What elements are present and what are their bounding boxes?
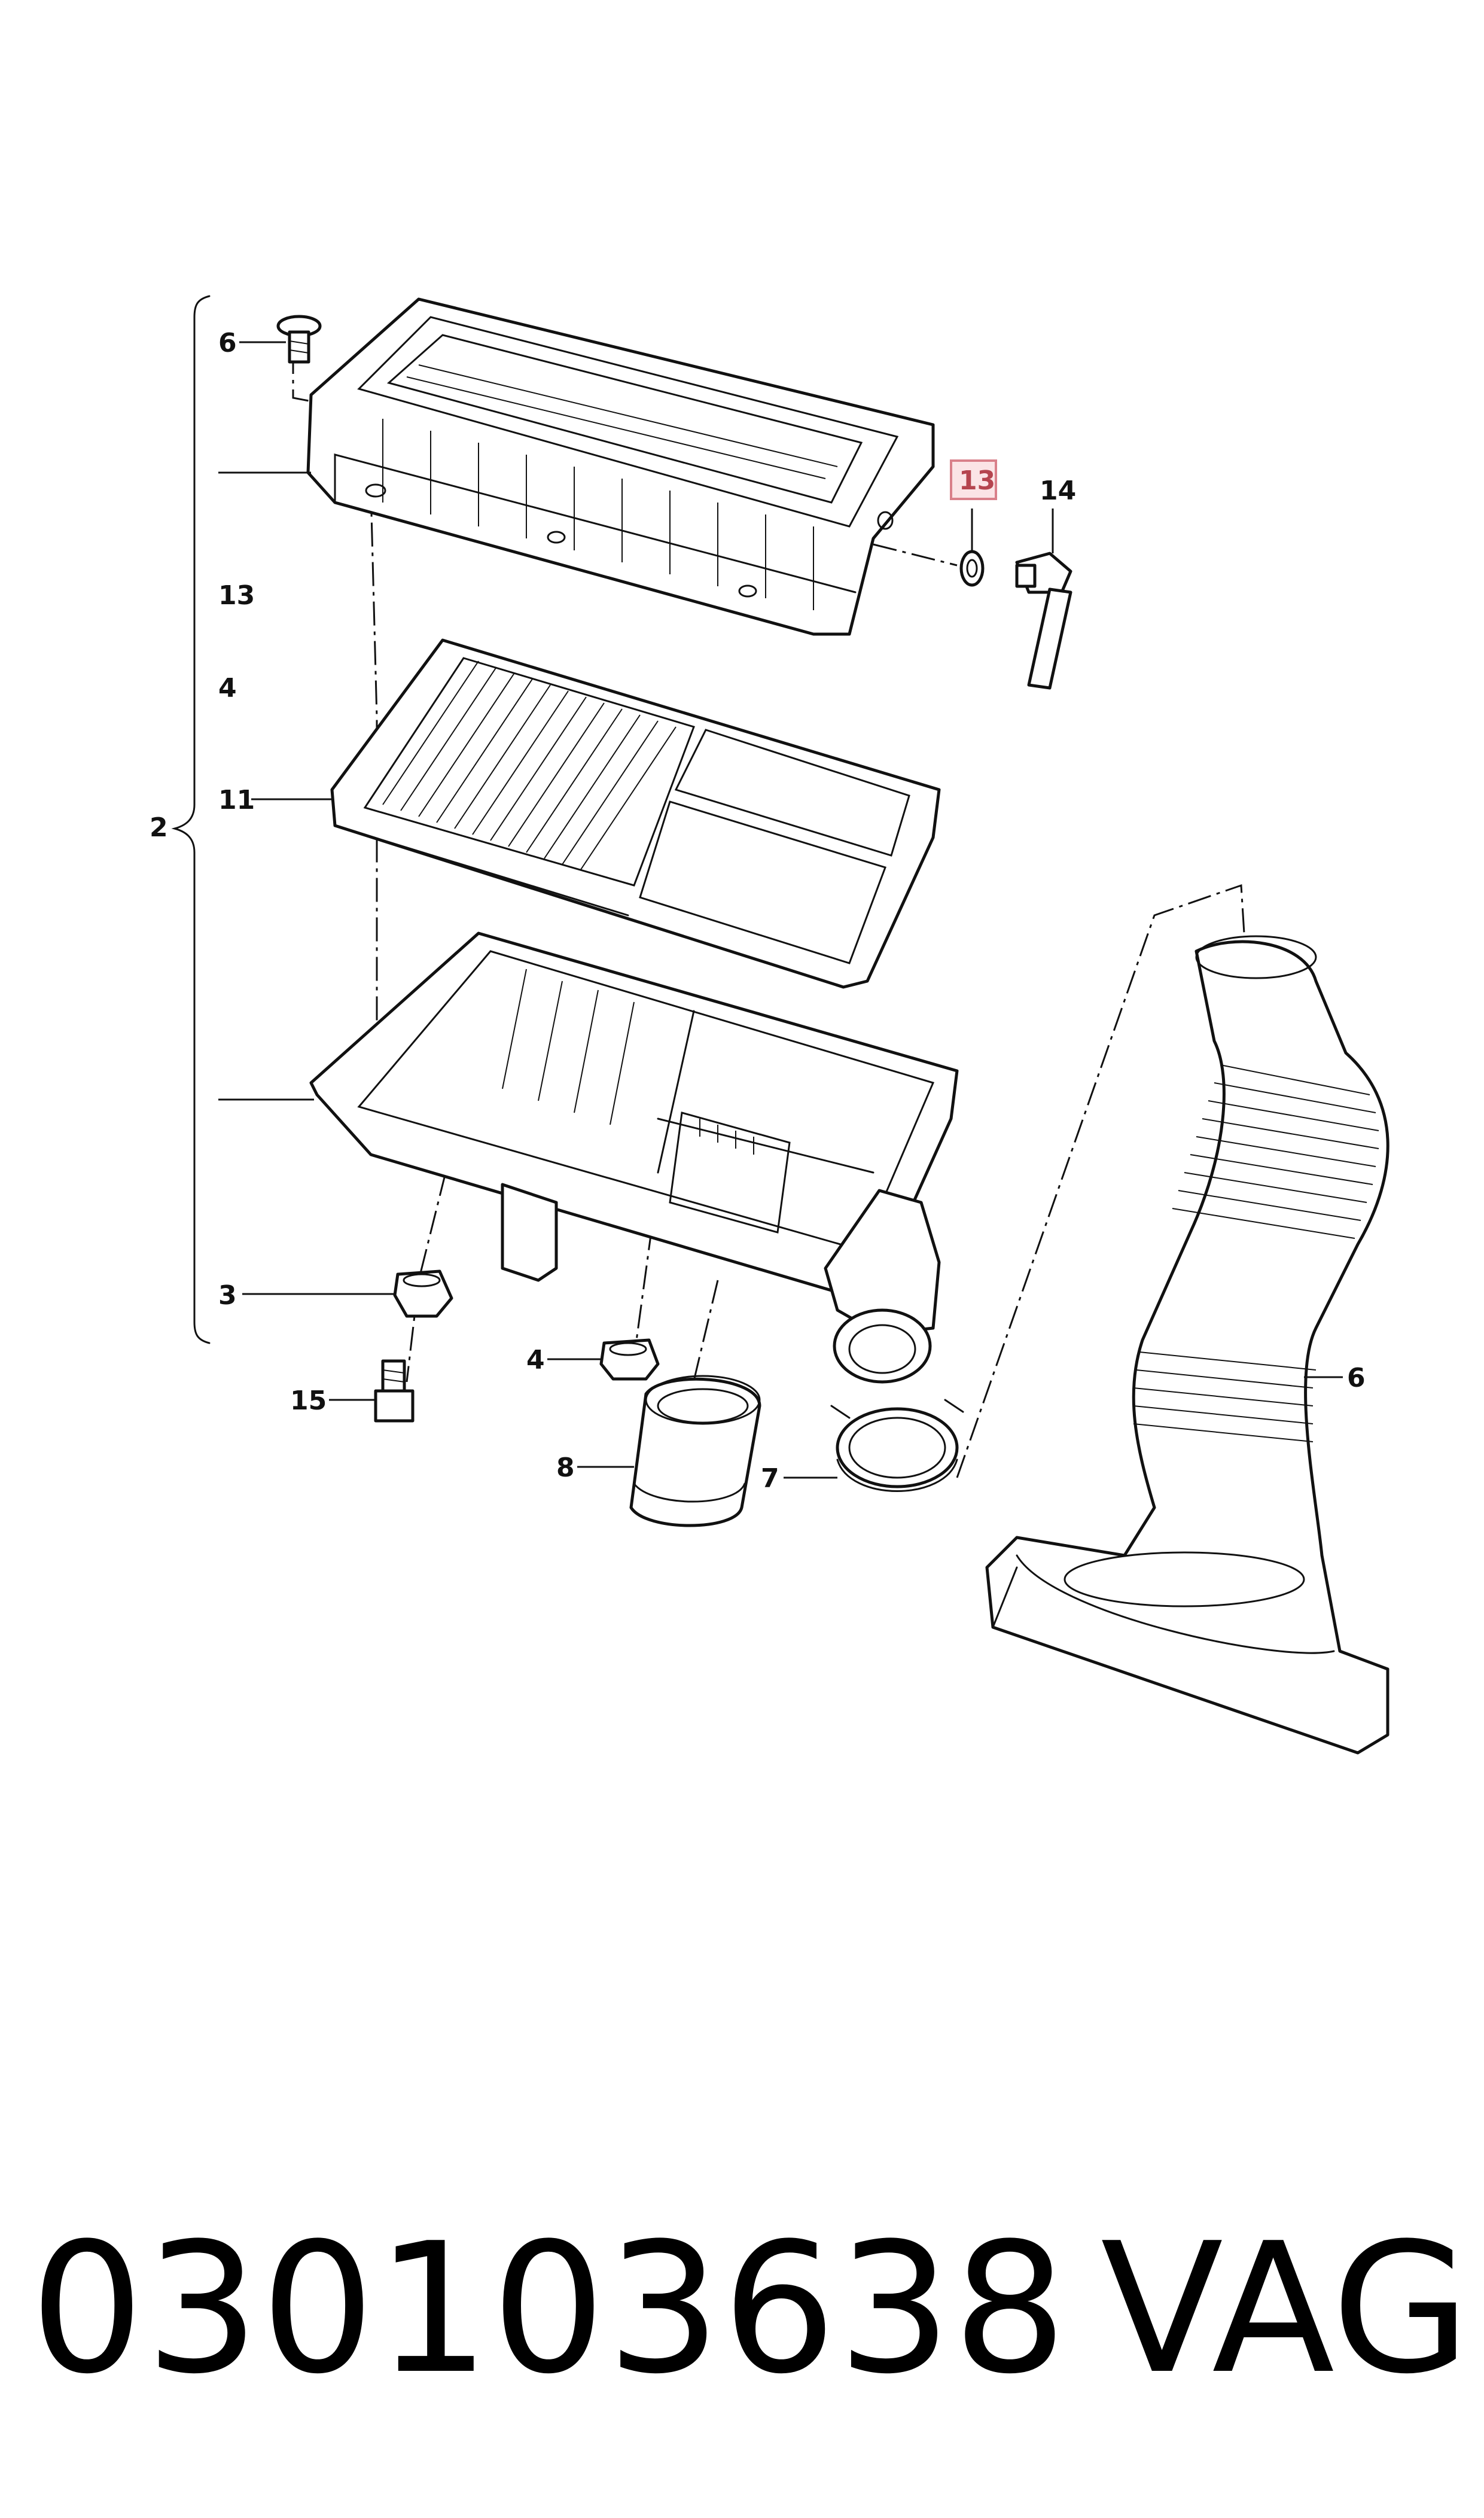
callout-13-side: 13 (218, 580, 255, 611)
brand-name: VAG (1101, 2205, 1471, 2413)
alignment-line-clamp (687, 1280, 719, 1406)
nut-3 (393, 1269, 453, 1318)
hose-clamp-7 (830, 1399, 964, 1492)
callout-8: 8 (556, 1453, 575, 1483)
callout-13-highlight: 13 (959, 465, 995, 496)
screw-top (276, 315, 322, 364)
clip-4 (599, 1338, 660, 1381)
air-filter-element (330, 638, 941, 989)
callout-7: 7 (761, 1463, 779, 1494)
duct-sleeve-8 (629, 1375, 761, 1527)
group-bracket (171, 295, 211, 1344)
callout-15: 15 (290, 1386, 327, 1416)
callout-4-bottom: 4 (526, 1345, 545, 1375)
callout-4-side: 4 (218, 673, 237, 704)
alignment-line-sensor (873, 543, 958, 567)
alignment-line-duct (633, 1226, 653, 1359)
callout-highlight-box (950, 459, 997, 500)
air-sensor (1015, 552, 1072, 690)
housing-lower (309, 931, 959, 1384)
callout-3: 3 (218, 1280, 237, 1311)
alignment-line-hose (956, 884, 1245, 1478)
housing-cover (306, 297, 935, 636)
callout-14: 14 (1040, 476, 1076, 506)
intake-hose (985, 935, 1389, 1755)
part-number: 030103638 (30, 2205, 1068, 2413)
seal-grommet (959, 550, 985, 587)
callout-2: 2 (150, 812, 168, 843)
bolt-15 (374, 1359, 415, 1423)
callout-11: 11 (218, 785, 255, 815)
callout-6-top: 6 (218, 328, 237, 358)
callout-6-right: 6 (1347, 1363, 1366, 1393)
